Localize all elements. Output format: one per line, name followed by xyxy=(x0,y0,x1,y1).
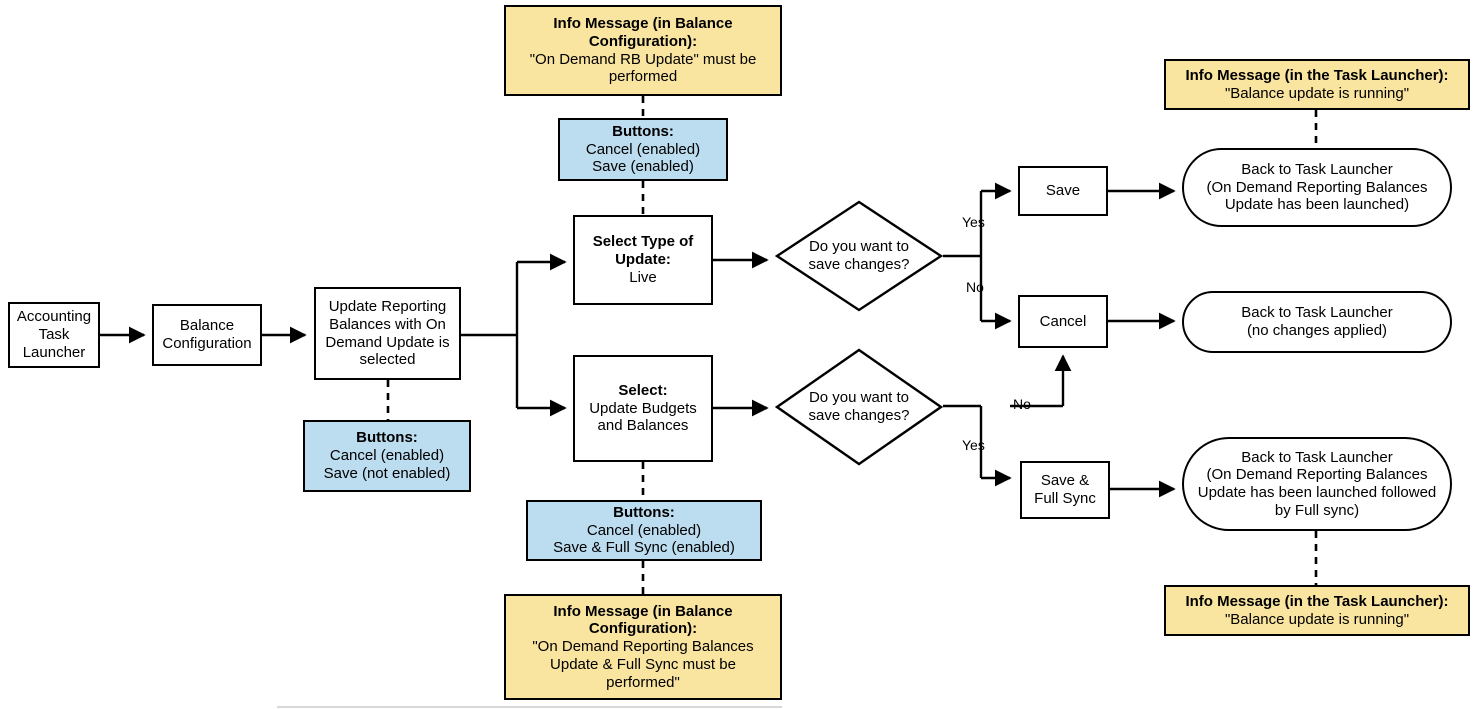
node-accounting-task-launcher[interactable]: Accounting Task Launcher xyxy=(8,302,100,368)
update-reporting-balances-line2: Balances with On xyxy=(329,315,446,333)
balance-configuration-line2: Configuration xyxy=(162,335,252,352)
info-task-launcher-top-body: "Balance update is running" xyxy=(1224,84,1410,102)
edge-label-top-yes: Yes xyxy=(962,214,985,230)
note-info-task-launcher-bottom: Info Message (in the Task Launcher): "Ba… xyxy=(1164,585,1470,636)
info-balance-config-top-title-line2: Configuration): xyxy=(588,32,698,50)
cancel-button-label: Cancel xyxy=(1039,312,1087,330)
info-balance-config-top-body-line1: "On Demand RB Update" must be xyxy=(529,50,757,68)
select-update-budgets-value-line2: and Balances xyxy=(597,417,689,435)
decision-bottom-line2: save changes? xyxy=(808,407,910,424)
buttons-top-line2: Save (enabled) xyxy=(592,158,694,176)
node-terminal-no-changes: Back to Task Launcher (no changes applie… xyxy=(1182,291,1452,353)
terminal-no-changes-line2: (no changes applied) xyxy=(1246,322,1388,339)
node-select-update-budgets-and-balances[interactable]: Select: Update Budgets and Balances xyxy=(573,355,713,462)
terminal-launched-full-sync-line2: (On Demand Reporting Balances xyxy=(1206,466,1428,484)
info-task-launcher-bottom-body: "Balance update is running" xyxy=(1224,610,1410,628)
save-full-sync-line1: Save & xyxy=(1040,472,1090,490)
buttons-first-screen-line2: Save (not enabled) xyxy=(323,464,451,482)
buttons-bottom-title: Buttons: xyxy=(613,503,675,521)
edge-label-bottom-yes: Yes xyxy=(962,437,985,453)
node-cancel-button[interactable]: Cancel xyxy=(1018,295,1108,348)
save-full-sync-line2: Full Sync xyxy=(1034,490,1096,507)
note-info-task-launcher-top: Info Message (in the Task Launcher): "Ba… xyxy=(1164,59,1470,110)
select-type-of-update-title-line2: Update: xyxy=(615,251,671,269)
update-reporting-balances-line4: selected xyxy=(359,351,416,369)
node-decision-bottom[interactable]: Do you want to save changes? xyxy=(775,348,943,466)
accounting-task-launcher-line3: Launcher xyxy=(22,343,86,361)
node-select-type-of-update[interactable]: Select Type of Update: Live xyxy=(573,215,713,305)
node-decision-top[interactable]: Do you want to save changes? xyxy=(775,200,943,312)
terminal-launched-line2: (On Demand Reporting Balances xyxy=(1206,178,1428,196)
info-task-launcher-bottom-title: Info Message (in the Task Launcher): xyxy=(1185,592,1449,610)
edge-label-bottom-no: No xyxy=(1013,396,1031,412)
note-buttons-top: Buttons: Cancel (enabled) Save (enabled) xyxy=(558,118,728,181)
buttons-top-line1: Cancel (enabled) xyxy=(585,140,701,158)
decision-top-line2: save changes? xyxy=(808,256,910,273)
update-reporting-balances-line3: Demand Update is xyxy=(325,333,450,351)
info-balance-config-bottom-body-line3: performed" xyxy=(606,673,680,691)
buttons-first-screen-line1: Cancel (enabled) xyxy=(329,447,445,465)
node-terminal-launched: Back to Task Launcher (On Demand Reporti… xyxy=(1182,148,1452,227)
select-type-of-update-value: Live xyxy=(629,268,657,286)
node-save-full-sync-button[interactable]: Save & Full Sync xyxy=(1020,461,1110,519)
decision-bottom-shape xyxy=(775,348,943,466)
node-update-reporting-balances[interactable]: Update Reporting Balances with On Demand… xyxy=(314,287,461,380)
page-bottom-rule xyxy=(277,706,782,708)
node-save-button[interactable]: Save xyxy=(1018,166,1108,216)
info-task-launcher-top-title: Info Message (in the Task Launcher): xyxy=(1185,66,1449,84)
info-balance-config-bottom-title-line2: Configuration): xyxy=(588,620,698,638)
update-reporting-balances-line1: Update Reporting xyxy=(328,298,447,316)
save-button-label: Save xyxy=(1045,182,1081,200)
select-type-of-update-title-line1: Select Type of xyxy=(592,233,694,251)
buttons-first-screen-title: Buttons: xyxy=(356,429,418,447)
note-info-balance-config-top: Info Message (in Balance Configuration):… xyxy=(504,5,782,96)
terminal-launched-line1: Back to Task Launcher xyxy=(1241,160,1393,178)
node-terminal-launched-full-sync: Back to Task Launcher (On Demand Reporti… xyxy=(1182,437,1452,531)
info-balance-config-bottom-title-line1: Info Message (in Balance xyxy=(553,602,733,620)
select-update-budgets-value-line1: Update Budgets xyxy=(589,399,697,417)
decision-top-line1: Do you want to xyxy=(808,238,910,256)
accounting-task-launcher-line1: Accounting xyxy=(16,308,92,326)
decision-bottom-line1: Do you want to xyxy=(808,389,910,407)
edge-label-top-no: No xyxy=(966,279,984,295)
info-balance-config-bottom-body-line2: Update & Full Sync must be xyxy=(550,655,736,673)
note-buttons-bottom: Buttons: Cancel (enabled) Save & Full Sy… xyxy=(526,500,762,561)
node-balance-configuration[interactable]: Balance Configuration xyxy=(152,304,262,366)
buttons-bottom-line2: Save & Full Sync (enabled) xyxy=(553,539,735,557)
info-balance-config-top-body-line2: performed xyxy=(608,68,678,86)
terminal-launched-full-sync-line3: Update has been launched followed xyxy=(1197,484,1437,501)
terminal-launched-line3: Update has been launched) xyxy=(1224,196,1410,214)
buttons-bottom-line1: Cancel (enabled) xyxy=(586,521,702,539)
accounting-task-launcher-line2: Task xyxy=(38,326,70,344)
info-balance-config-top-title-line1: Info Message (in Balance xyxy=(553,15,733,33)
terminal-no-changes-line1: Back to Task Launcher xyxy=(1241,304,1393,322)
note-buttons-first-screen: Buttons: Cancel (enabled) Save (not enab… xyxy=(303,420,471,492)
balance-configuration-line1: Balance xyxy=(179,317,235,335)
terminal-launched-full-sync-line4: by Full sync) xyxy=(1274,501,1360,519)
decision-top-shape xyxy=(775,200,943,312)
select-update-budgets-title: Select: xyxy=(618,381,668,399)
buttons-top-title: Buttons: xyxy=(612,122,674,140)
note-info-balance-config-bottom: Info Message (in Balance Configuration):… xyxy=(504,594,782,700)
info-balance-config-bottom-body-line1: "On Demand Reporting Balances xyxy=(532,638,754,656)
terminal-launched-full-sync-line1: Back to Task Launcher xyxy=(1241,448,1393,466)
